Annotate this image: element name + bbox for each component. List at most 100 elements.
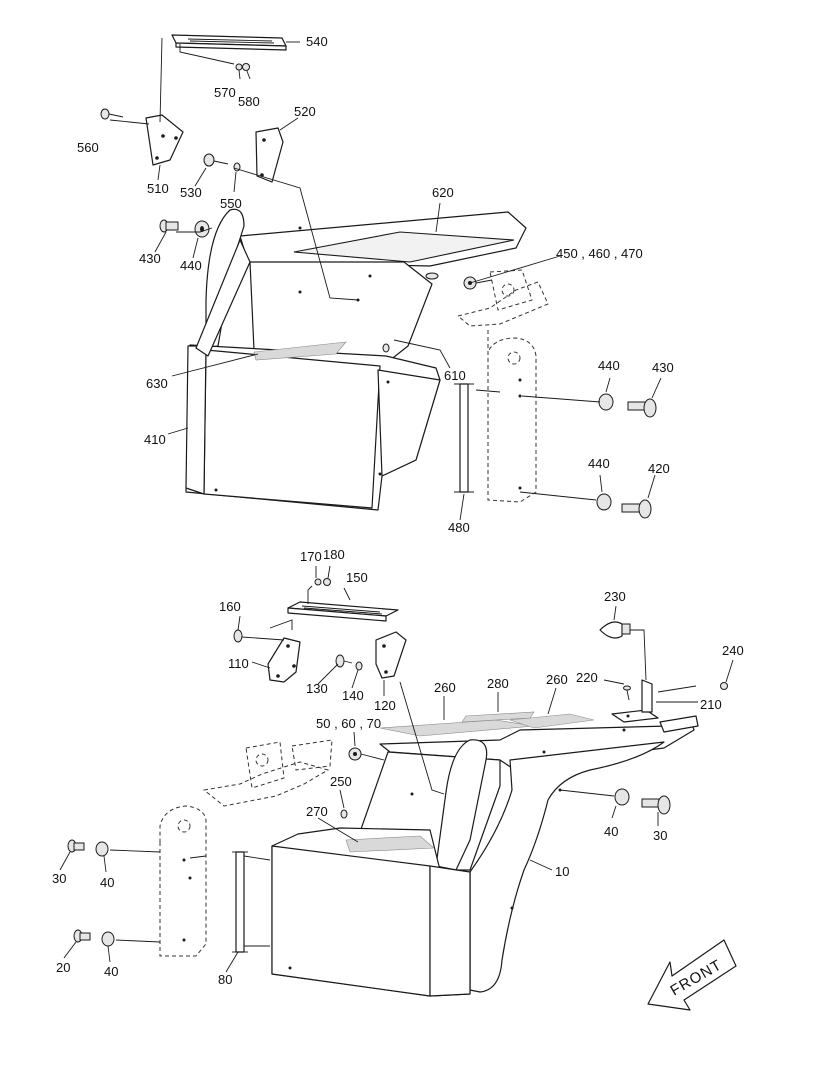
callout-480: 480 (448, 520, 470, 535)
callout-240: 240 (722, 643, 744, 658)
bolt-560 (100, 108, 124, 120)
callout-550: 550 (220, 196, 242, 211)
callout-160: 160 (219, 599, 241, 614)
pin-610 (382, 343, 390, 353)
fender-body-10 (271, 711, 699, 997)
lower-callouts: 170 180 150 160 110 230 240 130 140 120 … (52, 547, 744, 987)
nut-240 (720, 682, 728, 690)
callout-150: 150 (346, 570, 368, 585)
bolt-430-mid (627, 398, 657, 418)
nut-440-low (596, 493, 612, 511)
callout-220: 220 (576, 670, 598, 685)
upper-assembly: 540 570 580 520 560 510 530 550 620 430 … (77, 34, 674, 535)
bolt-420 (621, 499, 652, 519)
bolt-20 (73, 929, 91, 943)
callout-430-upper: 430 (139, 251, 161, 266)
eye-bracket-50 (348, 747, 362, 761)
bracket-510 (145, 114, 184, 166)
bracket-120 (375, 631, 407, 679)
bolt-30-left (67, 839, 85, 853)
callout-410: 410 (144, 432, 166, 447)
callout-80: 80 (218, 972, 232, 987)
callout-140: 140 (342, 688, 364, 703)
nut-40-right (614, 788, 630, 806)
callout-560: 560 (77, 140, 99, 155)
front-direction-arrow: FRONT (647, 939, 737, 1011)
callout-110: 110 (228, 656, 249, 671)
callout-610: 610 (444, 368, 466, 383)
nut-180 (323, 578, 331, 586)
decal-260-left (379, 719, 535, 737)
decal-270 (345, 835, 435, 853)
callout-570: 570 (214, 85, 236, 100)
callout-530: 530 (180, 185, 202, 200)
callout-250: 250 (330, 774, 352, 789)
step-plate-150 (287, 601, 399, 622)
decal-260-right (509, 713, 595, 729)
upper-leader-lines (109, 37, 662, 521)
nut-580 (242, 63, 250, 71)
callout-420: 420 (648, 461, 670, 476)
callout-50-60-70: 50 , 60 , 70 (316, 716, 381, 731)
callout-260-left: 260 (434, 680, 456, 695)
callout-520: 520 (294, 104, 316, 119)
strip-480 (454, 383, 474, 493)
bolt-530 (203, 153, 229, 167)
washer-140 (355, 661, 363, 671)
callout-230: 230 (604, 589, 626, 604)
callout-10: 10 (555, 864, 569, 879)
decal-280 (461, 711, 535, 723)
nut-40-left-upper (95, 841, 109, 857)
nut-40-left-lower (101, 931, 115, 947)
ghost-mount-bracket-lower-side (159, 805, 207, 957)
lower-leader-lines (59, 565, 734, 973)
callout-20: 20 (56, 960, 70, 975)
callout-40-right: 40 (604, 824, 618, 839)
callout-630: 630 (146, 376, 168, 391)
nut-440-upper (194, 220, 210, 238)
screw-220 (623, 685, 631, 691)
bolt-160 (233, 629, 257, 643)
callout-620: 620 (432, 185, 454, 200)
callout-580: 580 (238, 94, 260, 109)
ghost-mount-bracket-lower-top (202, 739, 333, 807)
callout-210: 210 (700, 697, 722, 712)
ghost-mount-bracket-upper (456, 269, 549, 503)
bolt-430-upper (159, 219, 179, 233)
callout-30-right: 30 (653, 828, 667, 843)
callout-440-low: 440 (588, 456, 610, 471)
callout-280: 280 (487, 676, 509, 691)
bracket-110 (267, 637, 301, 683)
callout-30-left: 30 (52, 871, 66, 886)
lower-assembly: 170 180 150 160 110 230 240 130 140 120 … (52, 547, 744, 1011)
callout-540: 540 (306, 34, 328, 49)
strip-80 (232, 851, 248, 953)
screw-220-shank (626, 689, 630, 701)
bracket-210 (611, 679, 659, 723)
callout-450-460-470: 450 , 460 , 470 (556, 246, 643, 261)
callout-440-upper: 440 (180, 258, 202, 273)
upper-callouts: 540 570 580 520 560 510 530 550 620 430 … (77, 34, 674, 535)
light-230 (599, 621, 631, 639)
callout-430-mid: 430 (652, 360, 674, 375)
bolt-30-right (641, 795, 671, 815)
bracket-520 (255, 127, 284, 183)
callout-440-mid: 440 (598, 358, 620, 373)
pin-250 (340, 809, 348, 819)
callout-120: 120 (374, 698, 396, 713)
callout-170: 170 (300, 549, 322, 564)
step-plate-540 (171, 34, 287, 51)
nut-440-mid (598, 393, 614, 411)
callout-40-left-lower: 40 (104, 964, 118, 979)
callout-40-left-upper: 40 (100, 875, 114, 890)
callout-130: 130 (306, 681, 328, 696)
washer-570 (235, 63, 243, 71)
callout-510: 510 (147, 181, 169, 196)
bolt-130 (335, 654, 353, 668)
washer-170 (314, 578, 322, 586)
callout-270: 270 (306, 804, 328, 819)
callout-180: 180 (323, 547, 345, 562)
fender-body-410 (185, 208, 527, 511)
callout-260-right: 260 (546, 672, 568, 687)
